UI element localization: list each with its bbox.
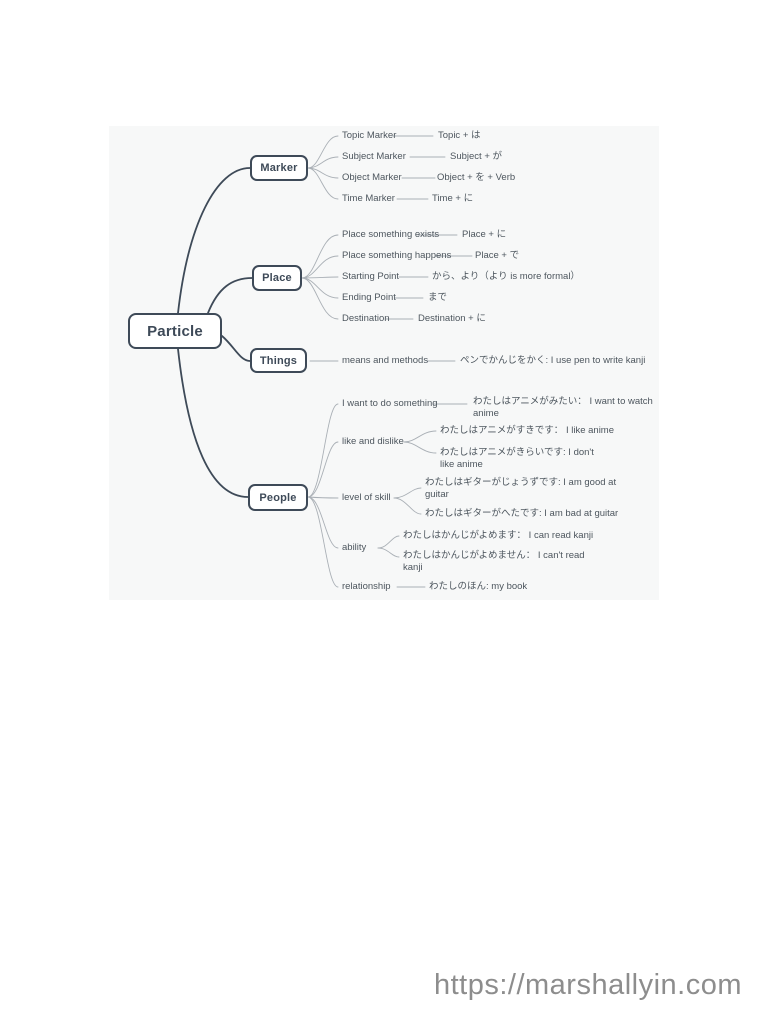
leaf-label-means-methods: means and methods	[342, 355, 429, 366]
root-node-particle: Particle	[128, 313, 222, 349]
leaf-label-destination: Destination	[342, 313, 390, 324]
leaf-value-can-read-kanji: わたしはかんじがよめます： I can read kanji	[403, 530, 594, 541]
leaf-value-like-anime: わたしはアニメがすきです： I like anime	[440, 425, 614, 436]
leaf-label-place-happens: Place something happens	[342, 250, 452, 261]
leaf-label-want-to-do: I want to do something	[342, 398, 438, 409]
leaf-value-object-marker: Object + を + Verb	[437, 172, 516, 183]
branch-node-things: Things	[250, 348, 307, 373]
leaf-label-like-dislike: like and dislike	[342, 436, 404, 447]
root-node-label: Particle	[147, 322, 203, 340]
branch-node-people: People	[248, 484, 308, 511]
leaf-label-topic-marker: Topic Marker	[342, 130, 397, 141]
leaf-value-subject-marker: Subject + が	[450, 151, 503, 162]
leaf-label-time-marker: Time Marker	[342, 193, 395, 204]
leaf-label-starting-point: Starting Point	[342, 271, 400, 282]
leaf-value-my-book: わたしのほん: my book	[429, 581, 528, 592]
root-branch-edges	[177, 167, 253, 498]
leaf-value-time-marker: Time + に	[432, 193, 474, 204]
leaf-label-object-marker: Object Marker	[342, 172, 402, 183]
leaf-value-place-exists: Place + に	[462, 229, 507, 240]
leaf-value-dislike-anime: わたしはアニメがきらいです: I don't like anime	[440, 447, 594, 470]
branch-leaf-edges	[301, 135, 473, 588]
leaf-label-ability: ability	[342, 542, 367, 553]
branch-node-place: Place	[252, 265, 302, 291]
leaf-value-topic-marker: Topic + は	[438, 130, 481, 141]
leaf-value-ending-point: まで	[428, 292, 448, 303]
leaf-value-bad-at-guitar: わたしはギターがへたです: I am bad at guitar	[425, 508, 619, 519]
leaf-label-subject-marker: Subject Marker	[342, 151, 406, 162]
leaf-value-means-methods: ペンでかんじをかく: I use pen to write kanji	[460, 355, 646, 366]
branch-node-label: People	[259, 491, 297, 504]
watermark-link[interactable]: https://marshallyin.com	[433, 969, 742, 1001]
leaf-value-starting-point: から、より（より is more formal）	[432, 271, 580, 282]
leaf-value-destination: Destination + に	[418, 313, 486, 324]
leaf-value-cant-read-kanji: わたしはかんじがよめません： I can't read kanji	[403, 550, 585, 573]
branch-node-marker: Marker	[250, 155, 308, 181]
leaf-label-relationship: relationship	[342, 581, 391, 592]
mindmap-background-panel	[109, 126, 659, 600]
leaf-label-place-exists: Place something exists	[342, 229, 440, 240]
leaf-value-good-at-guitar: わたしはギターがじょうずです: I am good at guitar	[425, 477, 617, 500]
leaf-label-ending-point: Ending Point	[342, 292, 396, 303]
mindmap-diagram: Particle Marker Place Things People Topi…	[120, 130, 653, 600]
branch-node-label: Things	[259, 354, 298, 367]
branch-node-label: Marker	[260, 162, 298, 174]
branch-node-label: Place	[262, 272, 292, 284]
mindmap-edges	[177, 135, 473, 588]
leaf-value-want-to-do: わたしはアニメがみたい： I want to watch anime	[473, 396, 653, 419]
leaf-value-place-happens: Place + で	[475, 250, 520, 261]
leaf-label-level-of-skill: level of skill	[342, 492, 391, 503]
